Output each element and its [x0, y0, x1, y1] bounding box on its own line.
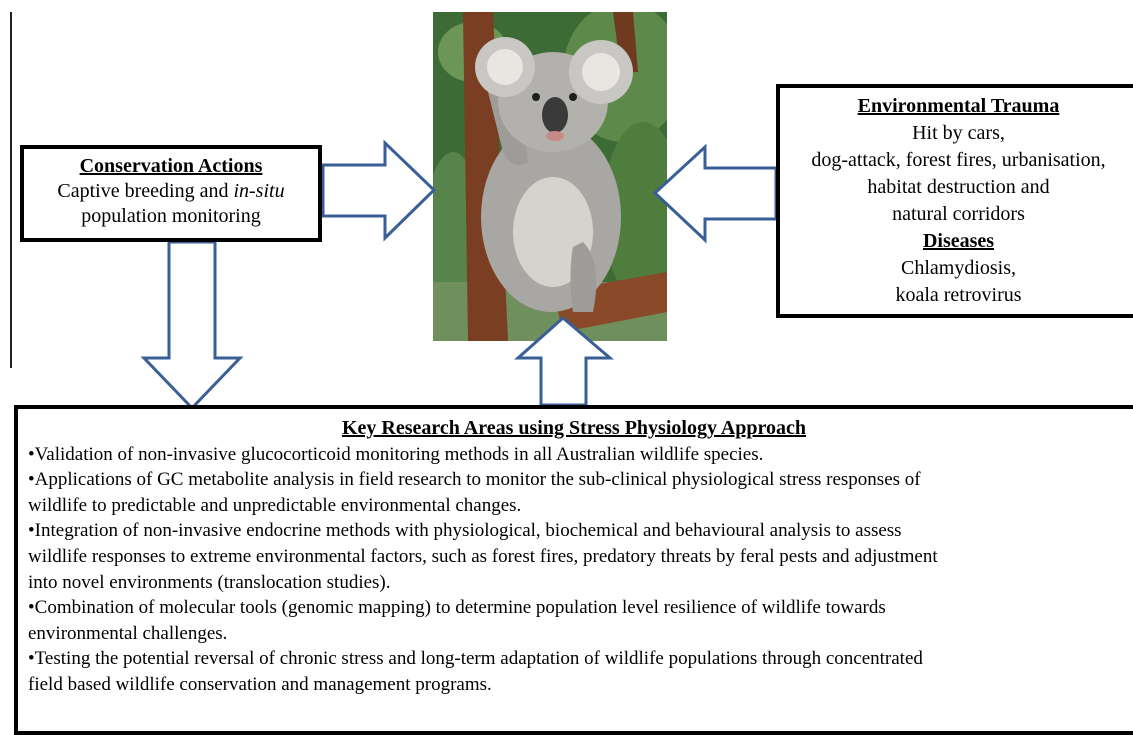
trauma-heading: Environmental Trauma [780, 93, 1133, 120]
research-bullet: •Validation of non-invasive glucocortico… [28, 442, 1133, 468]
research-bullet: •Combination of molecular tools (genomic… [28, 595, 1133, 646]
trauma-line: habitat destruction and [780, 174, 1133, 201]
conservation-heading: Conservation Actions [24, 154, 318, 179]
research-bullet: •Testing the potential reversal of chron… [28, 646, 1133, 697]
diseases-heading: Diseases [780, 228, 1133, 255]
environmental-trauma-box: Environmental Trauma Hit by cars, dog-at… [776, 84, 1133, 318]
research-areas-box: Key Research Areas using Stress Physiolo… [14, 405, 1133, 735]
trauma-line: dog-attack, forest fires, urbanisation, [780, 147, 1133, 174]
research-heading: Key Research Areas using Stress Physiolo… [8, 416, 1133, 442]
conservation-line-2: population monitoring [24, 204, 318, 229]
conservation-actions-box: Conservation Actions Captive breeding an… [20, 145, 322, 242]
in-situ-text: in-situ [233, 180, 284, 202]
trauma-line: Hit by cars, [780, 120, 1133, 147]
research-bullet: •Integration of non-invasive endocrine m… [28, 518, 1133, 595]
trauma-line: natural corridors [780, 201, 1133, 228]
research-bullet: •Applications of GC metabolite analysis … [28, 467, 1133, 518]
disease-line: Chlamydiosis, [780, 255, 1133, 282]
arrow-right-to-koala [323, 143, 434, 238]
arrow-left-to-koala [655, 147, 776, 240]
disease-line: koala retrovirus [780, 282, 1133, 309]
koala-photo [433, 12, 667, 341]
left-margin-rule [10, 12, 12, 368]
conservation-line-1: Captive breeding and in-situ [24, 179, 318, 204]
arrow-down-to-research [144, 242, 240, 408]
